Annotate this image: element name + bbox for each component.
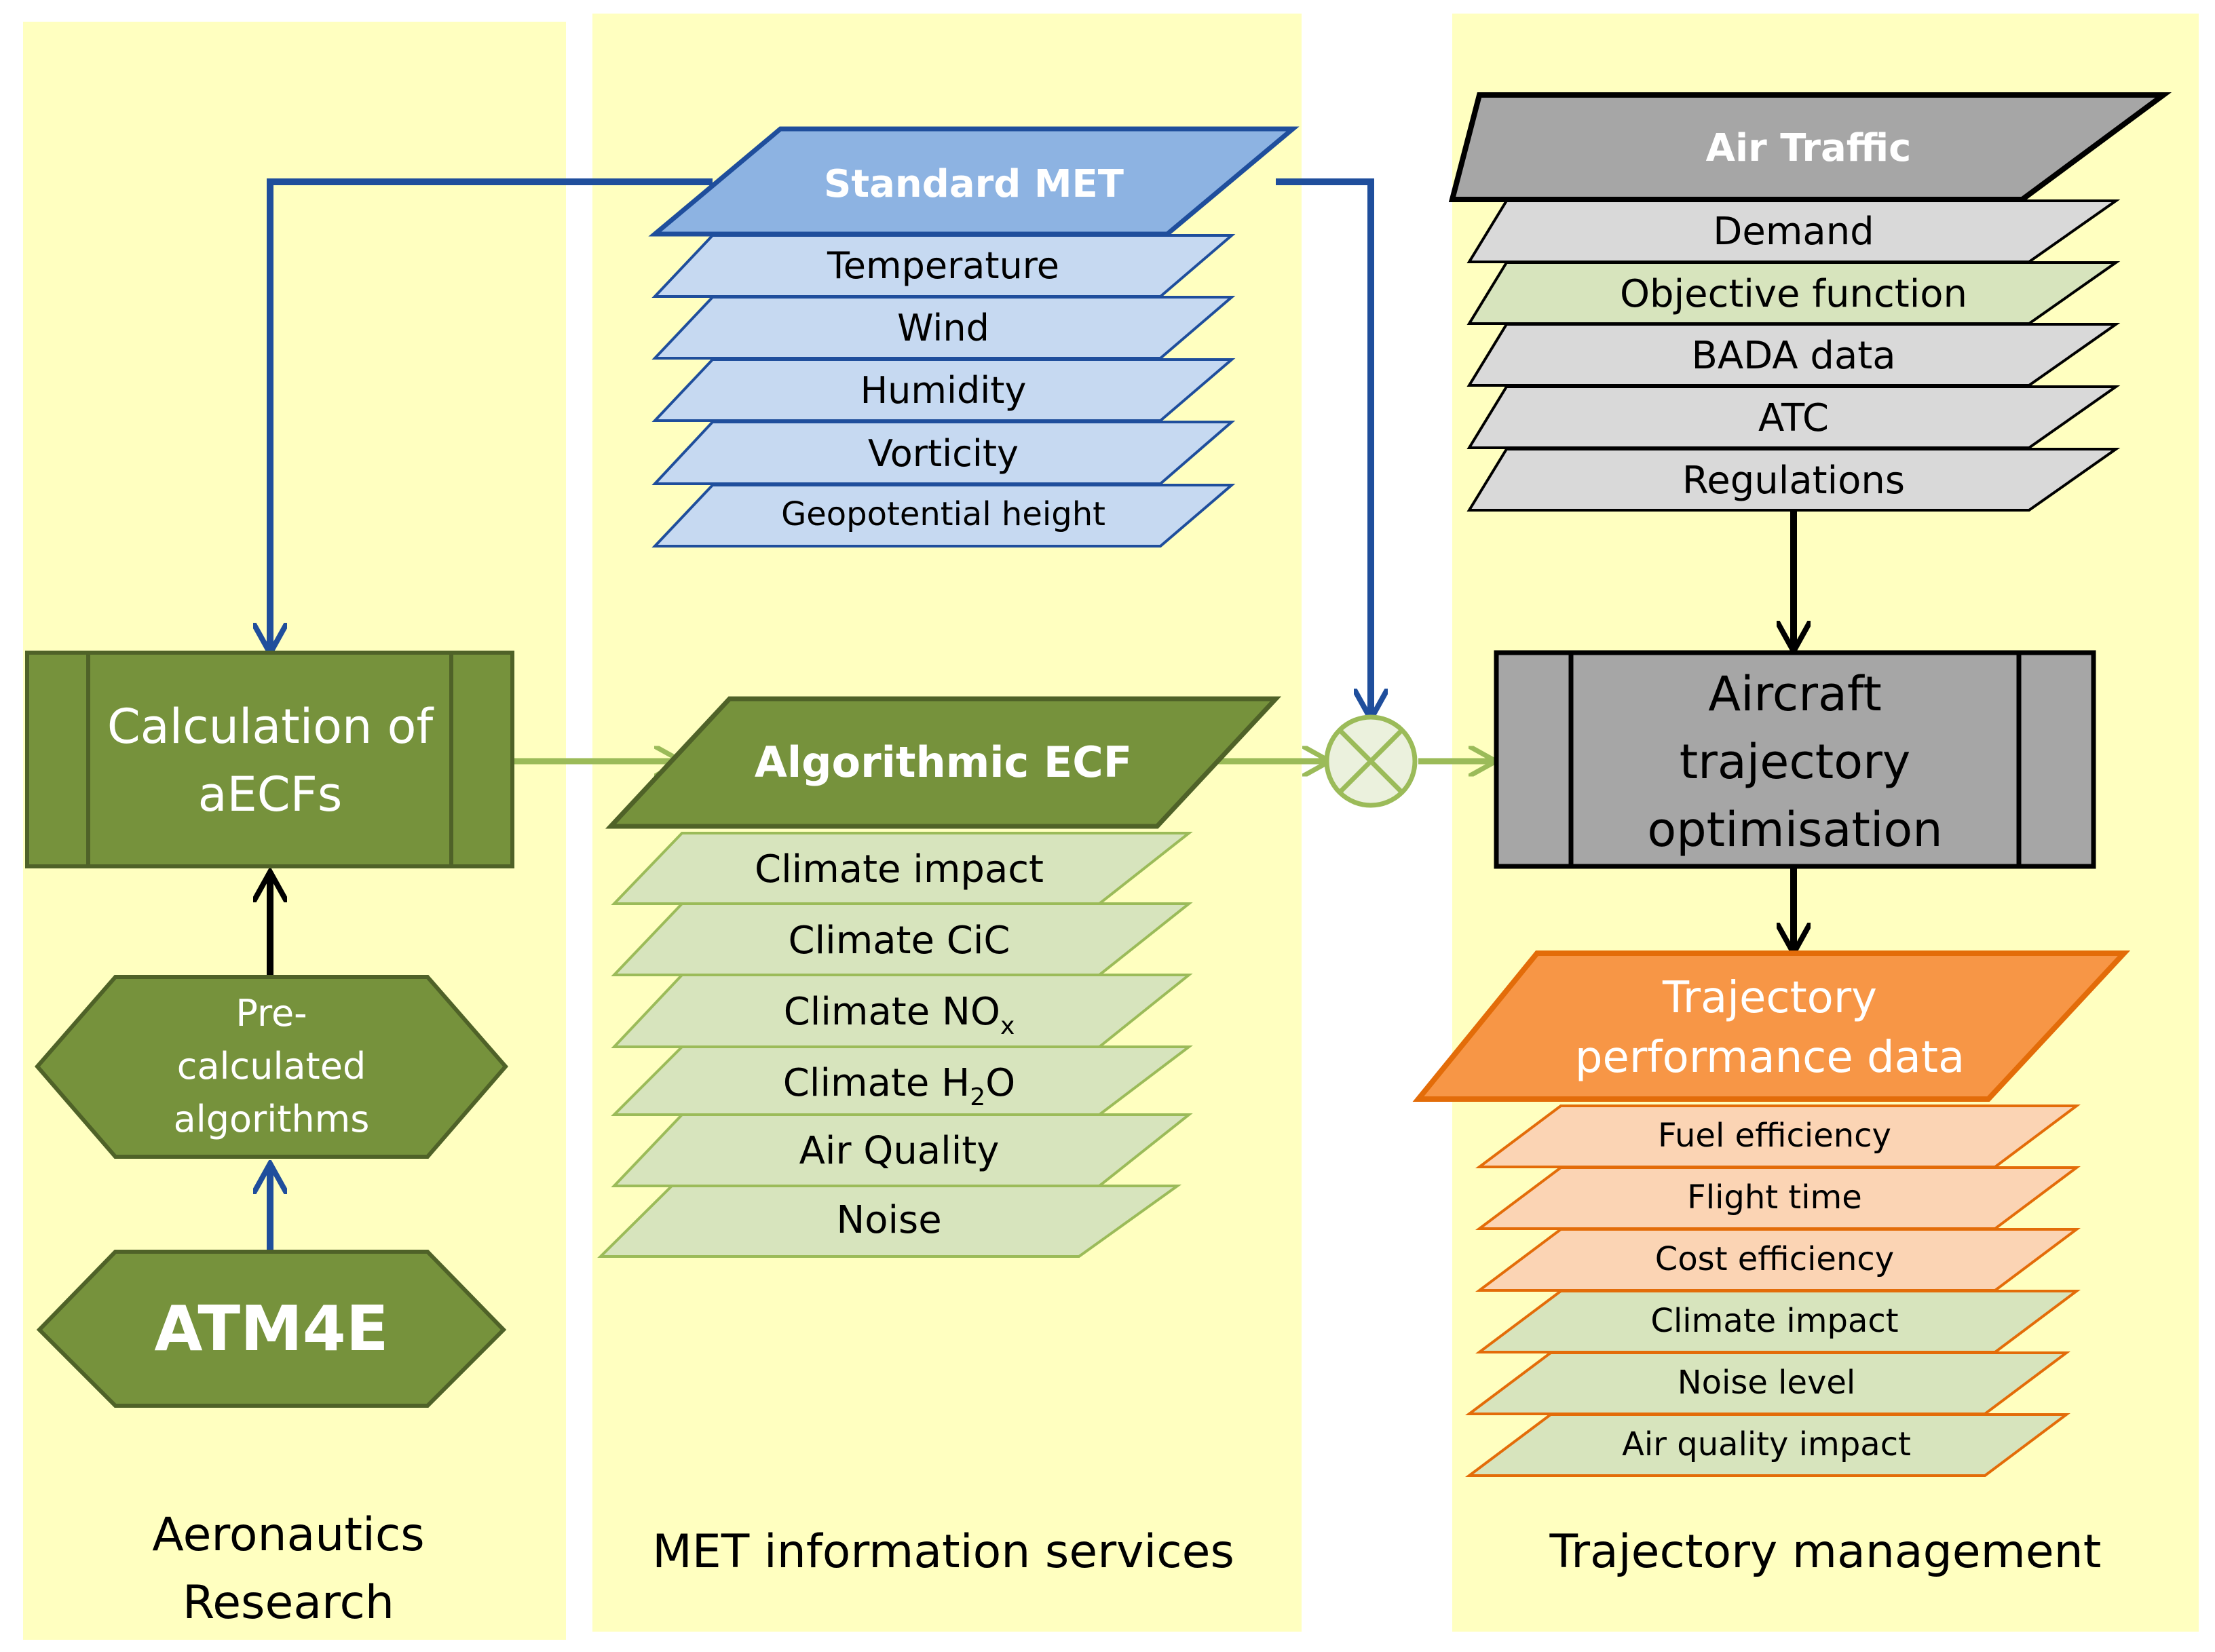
perf-layer-air-quality-label: Air quality impact: [1622, 1425, 1911, 1463]
algorithmic-ecf-layers: [597, 832, 1193, 1258]
met-layer-geopotential-label: Geopotential height: [781, 495, 1105, 533]
calc-aecfs-box: [25, 651, 514, 868]
traffic-layer-atc-label: ATC: [1758, 396, 1829, 440]
column-label-trajectory: Trajectory management: [1549, 1525, 2102, 1579]
precalc-algorithms-hexagon: [35, 975, 508, 1159]
met-layer-temperature-label: Temperature: [827, 244, 1059, 287]
traffic-layer-objective-label: Objective function: [1620, 272, 1967, 316]
precalc-line2: calculated: [177, 1045, 366, 1088]
perf-layer-fuel: [1475, 1104, 2081, 1168]
perf-layer-climate-label: Climate impact: [1650, 1302, 1898, 1340]
calc-aecfs-line2: aECFs: [198, 767, 343, 822]
air-traffic-title: Air Traffic: [1706, 126, 1912, 170]
connector-standard-met-to-combine: [1276, 178, 1371, 716]
column-label-aeronautics-line2: Research: [183, 1576, 394, 1630]
met-layer-humidity-label: Humidity: [860, 369, 1027, 412]
combine-node-cross-b: [1338, 728, 1404, 794]
standard-met-header: [648, 126, 1300, 237]
algorithmic-ecf-title: Algorithmic ECF: [755, 737, 1132, 787]
traffic-layer-demand-label: Demand: [1713, 210, 1874, 254]
ecf-layer-climate-impact: [611, 832, 1193, 905]
met-layer-wind-label: Wind: [897, 307, 989, 349]
ecf-layer-climate-impact-label: Climate impact: [755, 847, 1044, 891]
atm4e-hexagon: [36, 1250, 507, 1408]
ecf-layer-climate-nox-label: Climate NOx: [784, 990, 1015, 1040]
optimisation-box: [1494, 650, 2096, 869]
trajectory-performance-layers: [1465, 1104, 2081, 1477]
standard-met-title: Standard MET: [824, 162, 1124, 206]
ecf-layer-noise-label: Noise: [836, 1198, 941, 1242]
ecf-layer-climate-cic-label: Climate CiC: [788, 919, 1010, 963]
algorithmic-ecf-header: [605, 696, 1282, 829]
column-label-aeronautics-line1: Aeronautics: [152, 1508, 424, 1562]
traffic-layer-regulations-label: Regulations: [1682, 459, 1905, 503]
connector-standard-met-to-calc: [270, 178, 713, 650]
trajectory-performance-title-line1: Trajectory: [1662, 973, 1877, 1023]
perf-layer-noise-label: Noise level: [1678, 1364, 1856, 1402]
ecf-layer-climate-h2o-label: Climate H2O: [783, 1061, 1015, 1111]
atm4e-label: ATM4E: [154, 1292, 388, 1365]
met-layer-vorticity-label: Vorticity: [868, 432, 1019, 475]
optimisation-line3: optimisation: [1647, 802, 1942, 858]
traffic-layer-bada-label: BADA data: [1691, 334, 1895, 378]
precalc-line1: Pre-: [235, 992, 307, 1035]
air-traffic-header: [1448, 92, 2172, 202]
trajectory-performance-title-line2: performance data: [1575, 1033, 1965, 1083]
air-traffic-layers: [1466, 199, 2121, 512]
calc-aecfs-line1: Calculation of: [107, 699, 434, 754]
column-label-met: MET information services: [652, 1525, 1234, 1579]
perf-layer-flight-time-label: Flight time: [1687, 1178, 1862, 1216]
trajectory-performance-header: [1412, 950, 2131, 1102]
optimisation-line1: Aircraft: [1708, 666, 1882, 722]
perf-layer-fuel-label: Fuel efficiency: [1658, 1117, 1891, 1155]
perf-layer-cost-label: Cost efficiency: [1655, 1240, 1894, 1278]
optimisation-line2: trajectory: [1680, 734, 1911, 790]
precalc-line3: algorithms: [174, 1098, 370, 1140]
ecf-layer-air-quality-label: Air Quality: [799, 1129, 1000, 1173]
